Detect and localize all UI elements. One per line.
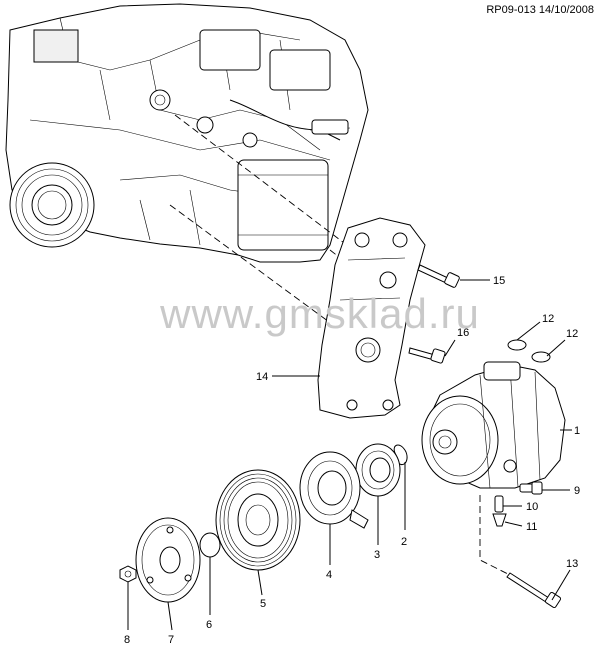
callout-7: 7: [168, 634, 174, 646]
clutch-plate-7: [135, 517, 201, 603]
diagram-reference: RP09-013 14/10/2008: [486, 4, 594, 16]
pulley-5: [215, 469, 301, 571]
seal-12b: [531, 351, 551, 363]
watermark: www.gmsklad.ru: [159, 290, 480, 337]
alignment-line: [169, 204, 341, 331]
callout-12a: 12: [542, 313, 554, 325]
bolt-15: [417, 264, 460, 288]
compressor-bracket: [317, 217, 426, 419]
bolt-9: [519, 481, 543, 495]
callout-14: 14: [256, 371, 268, 383]
valve-10: [494, 495, 504, 513]
callout-11: 11: [526, 521, 537, 533]
callout-2: 2: [401, 536, 407, 548]
nut-8: [119, 565, 137, 583]
seal-12a: [507, 339, 527, 351]
ac-compressor: [421, 361, 566, 489]
callout-5: 5: [260, 598, 266, 610]
alignment-line: [174, 114, 361, 256]
callout-10: 10: [526, 501, 538, 513]
callout-4: 4: [326, 569, 332, 581]
bolt-13: [506, 572, 562, 609]
callout-3: 3: [374, 549, 380, 561]
callout-6: 6: [206, 619, 212, 631]
callout-15: 15: [493, 275, 505, 287]
callout-12b: 12: [566, 328, 578, 340]
engine-block: [5, 3, 369, 263]
callout-8: 8: [124, 634, 130, 646]
field-coil-4: [299, 451, 369, 529]
bolt-16: [408, 347, 446, 364]
leader-lines: [127, 279, 572, 631]
callout-1: 1: [574, 425, 580, 437]
bearing-3: [355, 443, 401, 497]
callout-9: 9: [574, 485, 580, 497]
snap-ring-6: [199, 532, 221, 558]
callout-13: 13: [566, 558, 578, 570]
callout-16: 16: [457, 327, 469, 339]
valve-11: [492, 513, 507, 527]
